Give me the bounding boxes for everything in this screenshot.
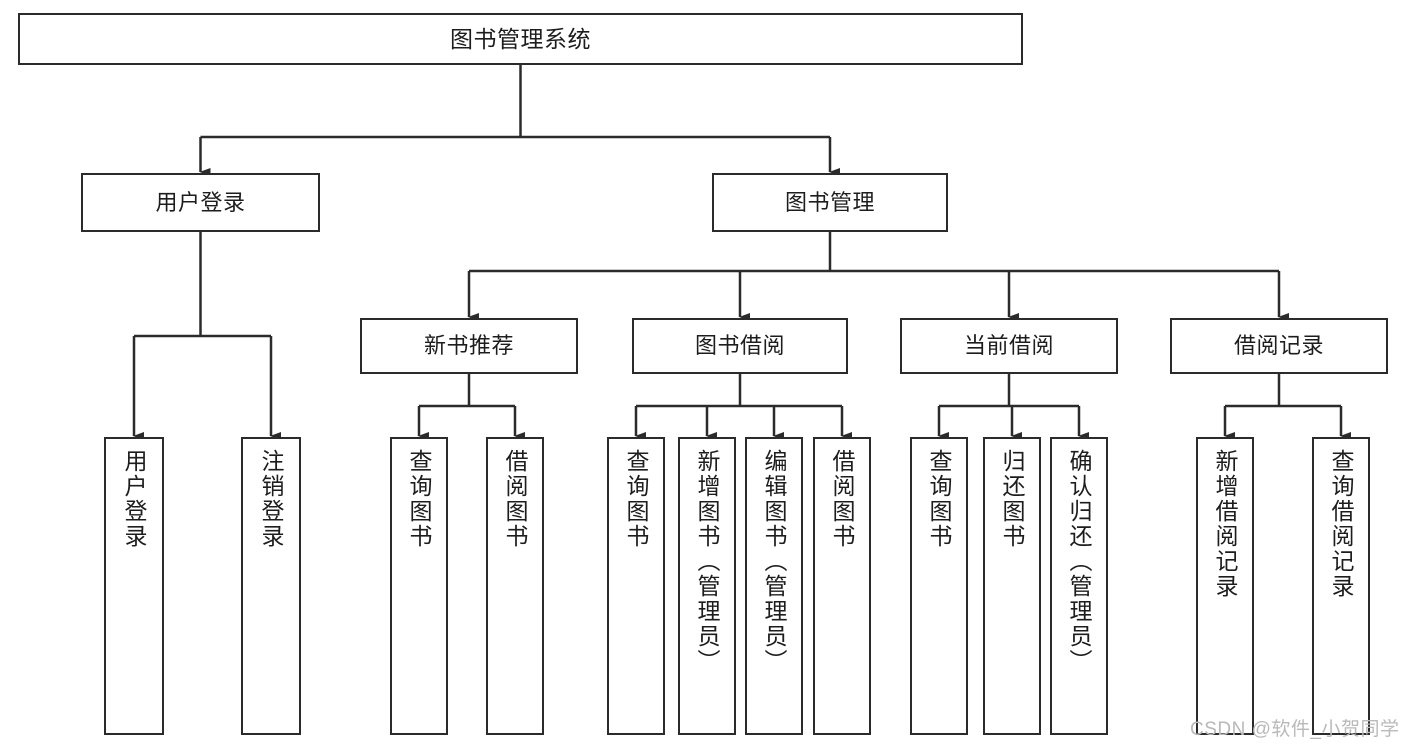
csdn-watermark: CSDN @软件_小贺同学 bbox=[1190, 719, 1400, 740]
node-bookmgmt: 图书管理 bbox=[712, 173, 948, 232]
node-l-query1: 查询图书 bbox=[390, 437, 448, 735]
node-label-borrow: 图书借阅 bbox=[694, 333, 785, 359]
node-label-records: 借阅记录 bbox=[1233, 333, 1324, 359]
node-root: 图书管理系统 bbox=[18, 13, 1023, 65]
node-label-current: 当前借阅 bbox=[963, 333, 1054, 359]
node-current: 当前借阅 bbox=[900, 318, 1118, 374]
node-label-l-login: 用户登录 bbox=[121, 449, 148, 549]
node-label-l-borrow2: 借阅图书 bbox=[829, 449, 856, 549]
node-label-l-return: 归还图书 bbox=[999, 449, 1026, 549]
node-label-l-addrec: 新增借阅记录 bbox=[1212, 449, 1239, 599]
node-l-add: 新增图书（管理员） bbox=[678, 437, 736, 735]
node-l-borrow2: 借阅图书 bbox=[813, 437, 871, 735]
node-records: 借阅记录 bbox=[1170, 318, 1388, 374]
node-label-l-query1: 查询图书 bbox=[406, 449, 433, 549]
node-label-l-query3: 查询图书 bbox=[926, 449, 953, 549]
node-label-l-confirm: 确认归还（管理员） bbox=[1066, 449, 1093, 674]
node-l-return: 归还图书 bbox=[983, 437, 1041, 735]
node-label-l-queryrec: 查询借阅记录 bbox=[1328, 449, 1355, 599]
node-l-login: 用户登录 bbox=[104, 437, 164, 735]
node-label-bookmgmt: 图书管理 bbox=[784, 189, 875, 215]
node-l-query3: 查询图书 bbox=[910, 437, 968, 735]
node-l-queryrec: 查询借阅记录 bbox=[1312, 437, 1370, 735]
node-login: 用户登录 bbox=[81, 173, 320, 232]
node-label-l-edit: 编辑图书（管理员） bbox=[761, 449, 788, 674]
node-label-newbook: 新书推荐 bbox=[423, 333, 514, 359]
node-label-login: 用户登录 bbox=[155, 189, 246, 215]
node-l-confirm: 确认归还（管理员） bbox=[1050, 437, 1108, 735]
node-label-l-query2: 查询图书 bbox=[623, 449, 650, 549]
node-l-edit: 编辑图书（管理员） bbox=[745, 437, 803, 735]
node-label-l-logout: 注销登录 bbox=[258, 449, 285, 549]
node-newbook: 新书推荐 bbox=[360, 318, 578, 374]
node-label-root: 图书管理系统 bbox=[450, 25, 591, 52]
node-label-l-borrow1: 借阅图书 bbox=[502, 449, 529, 549]
node-l-query2: 查询图书 bbox=[607, 437, 665, 735]
node-l-addrec: 新增借阅记录 bbox=[1196, 437, 1254, 735]
node-l-logout: 注销登录 bbox=[241, 437, 301, 735]
node-label-l-add: 新增图书（管理员） bbox=[694, 449, 721, 674]
node-l-borrow1: 借阅图书 bbox=[486, 437, 544, 735]
node-borrow: 图书借阅 bbox=[632, 318, 848, 374]
